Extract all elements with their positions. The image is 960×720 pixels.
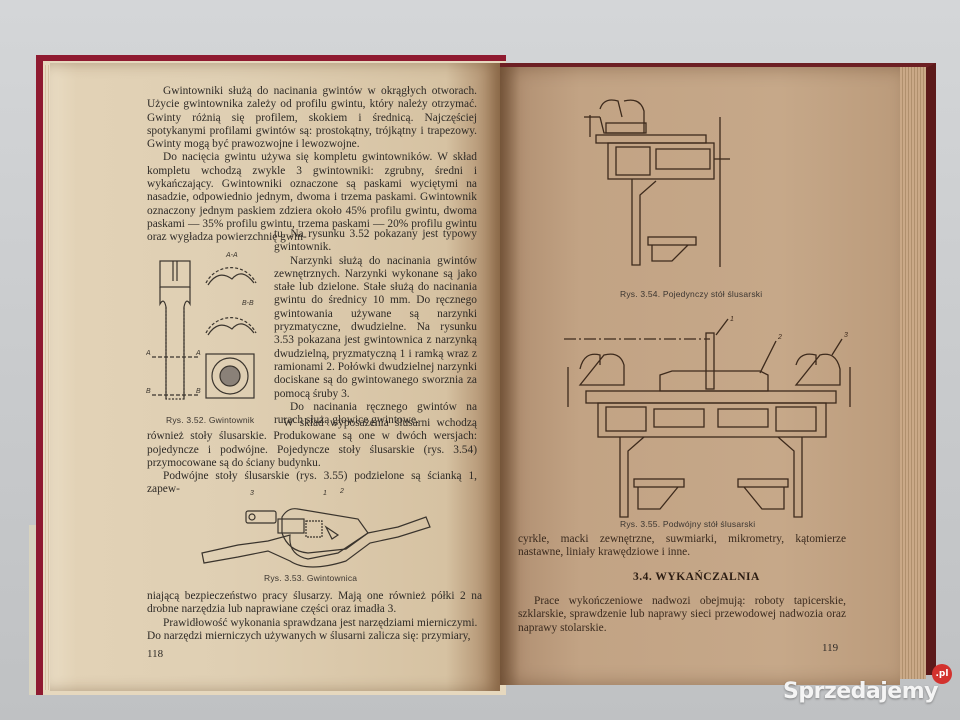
figure-label: A-A (225, 252, 238, 259)
page-number-right: 119 (822, 642, 839, 654)
right-page: Rys. 3.54. Pojedynczy stół ślusarski (500, 67, 900, 685)
watermark-text: Sprzedajemy (783, 679, 939, 704)
right-text-continued: cyrkle, macki zewnętrzne, suwmiarki, mik… (518, 533, 846, 560)
figure-caption-354: Rys. 3.54. Pojedynczy stół ślusarski (620, 289, 763, 299)
watermark-badge: .pl (932, 664, 952, 684)
paragraph: W skład wyposażenia ślusarni wchodzą rów… (147, 417, 477, 469)
paragraph: Gwintowniki służą do nacinania gwintów w… (147, 85, 477, 151)
open-book: Gwintowniki służą do nacinania gwintów w… (29, 55, 936, 695)
paragraph: Prawidłowość wykonania sprawdzana jest n… (163, 616, 478, 629)
left-page: Gwintowniki służą do nacinania gwintów w… (50, 63, 500, 691)
section-heading: 3.4. WYKAŃCZALNIA (633, 571, 760, 583)
left-text-mid: W skład wyposażenia ślusarni wchodzą rów… (147, 417, 477, 497)
book-spine-faded (29, 525, 36, 695)
figure-single-bench-drawing (584, 99, 730, 267)
figure-die-stock-drawing: 3 1 2 (201, 488, 431, 568)
page-edges-right (900, 67, 926, 679)
figure-label: A (195, 350, 201, 357)
paragraph: Do narzędzi mierniczych używanych w ślus… (147, 629, 471, 642)
figure-label: B (196, 388, 201, 395)
figure-label: B-B (242, 300, 254, 307)
paragraph: Narzynki służą do nacinania gwintów zewn… (274, 254, 477, 400)
figure-double-bench-drawing: 1 2 3 (564, 316, 851, 518)
paragraph: Prace wykończeniowe nadwozi obejmują: ro… (518, 595, 846, 634)
paragraph: cyrkle, macki zewnętrzne, suwmiarki, mik… (518, 533, 846, 559)
figure-tap-drawing: A-A B-B A A B B (146, 252, 257, 400)
watermark-logo: Sprzedajemy (783, 679, 939, 704)
left-text-side: tu. Na rysunku 3.52 pokazany jest typowy… (274, 228, 477, 427)
figure-label: A (146, 350, 151, 357)
figure-caption-353: Rys. 3.53. Gwintownica (264, 573, 358, 583)
figure-caption-352: Rys. 3.52. Gwintownik (166, 415, 255, 425)
paragraph: tu. Na rysunku 3.52 pokazany jest typowy… (274, 228, 477, 254)
paragraph: Podwójne stoły ślusarskie (rys. 3.55) po… (147, 470, 477, 496)
left-text-top: Gwintowniki służą do nacinania gwintów w… (147, 85, 477, 245)
figure-label: 3 (250, 490, 254, 497)
paragraph: Do nacinania ręcznego gwintów na rurach … (274, 400, 477, 427)
figure-label: 3 (844, 332, 848, 339)
page-number-left: 118 (147, 648, 164, 660)
paragraph: Do nacięcia gwintu używa się kompletu gw… (147, 151, 477, 244)
figure-label: 1 (323, 490, 327, 497)
figure-label: 2 (339, 488, 344, 495)
figure-label: 2 (777, 334, 782, 341)
paragraph: niającą bezpieczeństwo pracy ślusarzy. M… (147, 590, 482, 616)
left-text-bottom: niającą bezpieczeństwo pracy ślusarzy. M… (147, 590, 482, 643)
right-text-section: Prace wykończeniowe nadwozi obejmują: ro… (518, 595, 846, 635)
figure-label: B (146, 388, 151, 395)
figure-caption-355: Rys. 3.55. Podwójny stół ślusarski (620, 519, 756, 529)
figure-label: 1 (730, 316, 734, 323)
